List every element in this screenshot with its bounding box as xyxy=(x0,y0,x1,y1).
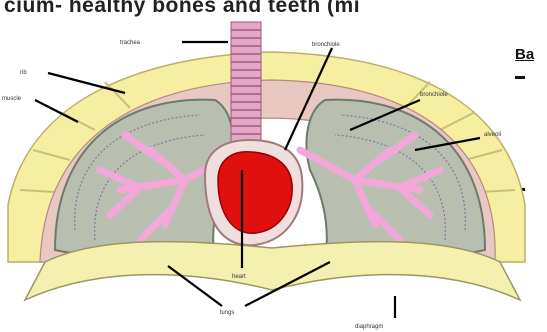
label-diaphragm: diaphragm xyxy=(355,324,383,330)
label-rib: rib xyxy=(20,70,27,76)
label-alveoli: alveoli xyxy=(484,132,501,138)
label-bronchiole-top: bronchiole xyxy=(312,42,340,48)
label-muscle: muscle xyxy=(2,96,22,102)
label-heart: heart xyxy=(232,274,246,280)
label-trachea: trachea xyxy=(120,40,141,46)
label-lungs: lungs xyxy=(220,310,234,316)
label-bronchiole-right: bronchiole xyxy=(420,92,448,98)
